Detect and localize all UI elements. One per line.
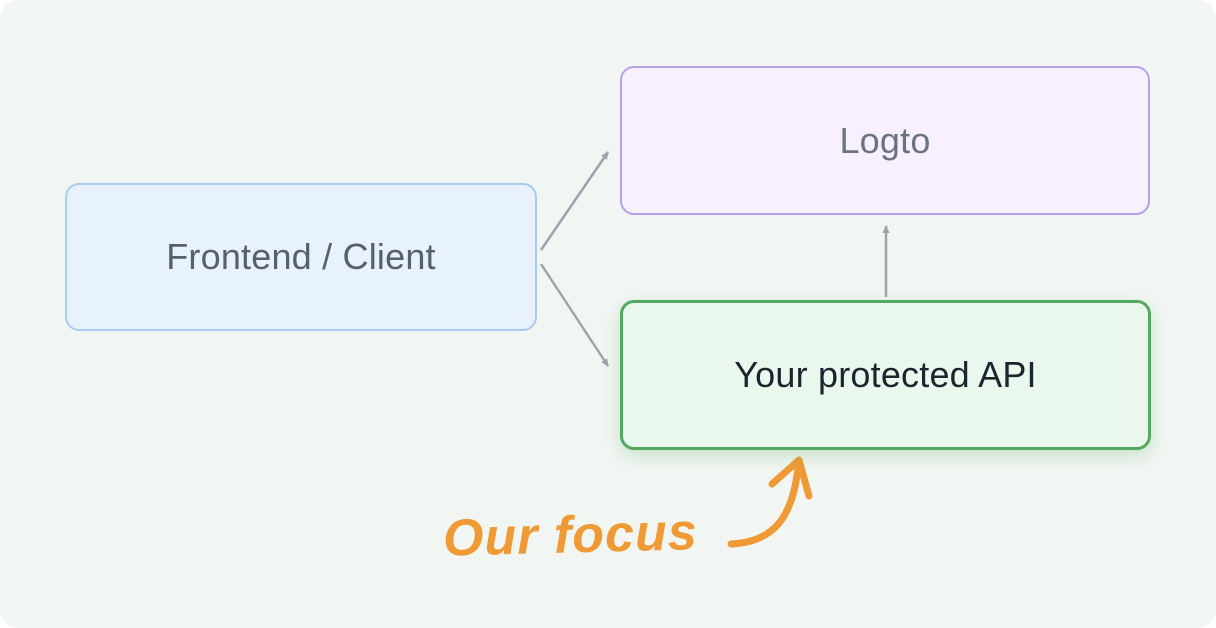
- node-protected-api-label: Your protected API: [734, 354, 1037, 395]
- our-focus-arrow-icon: [727, 456, 813, 548]
- node-protected-api: Your protected API: [620, 300, 1151, 450]
- arrow-frontend-to-logto: [539, 151, 610, 251]
- node-logto: Logto: [620, 66, 1150, 215]
- node-frontend-client: Frontend / Client: [65, 183, 537, 331]
- node-frontend-client-label: Frontend / Client: [166, 236, 436, 277]
- our-focus-annotation: Our focus: [442, 503, 699, 568]
- arrow-frontend-to-api: [539, 263, 610, 367]
- node-logto-label: Logto: [839, 119, 931, 161]
